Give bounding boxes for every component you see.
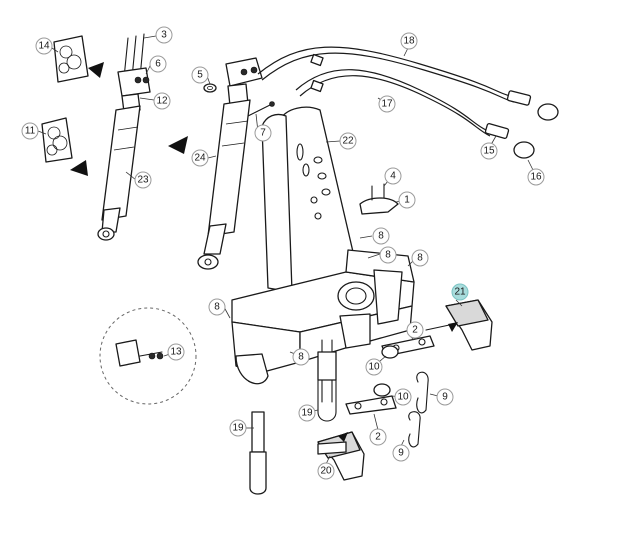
hydraulic-cylinder-23 [97, 33, 151, 241]
svg-text:24: 24 [194, 153, 206, 164]
callout-19-right[interactable]: 19 [298, 404, 316, 422]
svg-text:15: 15 [483, 146, 495, 157]
callout-11[interactable]: 11 [21, 122, 39, 140]
callout-4[interactable]: 4 [384, 167, 402, 185]
callout-10-lower[interactable]: 10 [394, 388, 412, 406]
callout-7[interactable]: 7 [254, 124, 272, 142]
svg-text:16: 16 [530, 172, 542, 183]
decal-11 [41, 117, 73, 163]
direction-arrow [70, 160, 88, 176]
svg-text:6: 6 [155, 59, 161, 70]
svg-text:13: 13 [170, 347, 182, 358]
callout-9-upper[interactable]: 9 [436, 388, 454, 406]
callout-10-upper[interactable]: 10 [365, 358, 383, 376]
svg-text:18: 18 [403, 36, 415, 47]
svg-text:8: 8 [378, 231, 384, 242]
svg-text:14: 14 [38, 41, 50, 52]
detail-view-13 [99, 307, 197, 405]
callout-8-d[interactable]: 8 [208, 298, 226, 316]
callout-19-left[interactable]: 19 [229, 419, 247, 437]
callout-23[interactable]: 23 [134, 171, 152, 189]
svg-text:9: 9 [398, 448, 404, 459]
svg-text:5: 5 [197, 70, 203, 81]
svg-text:2: 2 [412, 325, 418, 336]
svg-text:11: 11 [25, 126, 36, 137]
pin-7 [247, 101, 275, 117]
callout-21[interactable]: 21 [451, 283, 469, 301]
callout-9-lower[interactable]: 9 [392, 444, 410, 462]
callout-18[interactable]: 18 [400, 32, 418, 50]
pin-2-lower [345, 395, 397, 415]
callout-15[interactable]: 15 [480, 142, 498, 160]
svg-text:19: 19 [301, 408, 313, 419]
callout-6[interactable]: 6 [149, 55, 167, 73]
svg-text:2: 2 [375, 432, 381, 443]
callout-8-c[interactable]: 8 [411, 249, 429, 267]
callout-13[interactable]: 13 [167, 343, 185, 361]
mast-22 [261, 106, 361, 293]
callout-1[interactable]: 1 [398, 191, 416, 209]
callout-14[interactable]: 14 [35, 37, 53, 55]
direction-arrow [338, 432, 348, 442]
callout-24[interactable]: 24 [191, 149, 209, 167]
callout-16[interactable]: 16 [527, 168, 545, 186]
svg-text:7: 7 [260, 128, 266, 139]
callout-3[interactable]: 3 [155, 26, 173, 44]
direction-arrow [448, 322, 458, 332]
svg-text:20: 20 [320, 466, 332, 477]
callout-8-e[interactable]: 8 [292, 348, 310, 366]
lynch-pin-9 [408, 371, 429, 448]
callout-8-a[interactable]: 8 [372, 227, 390, 245]
svg-text:21: 21 [454, 287, 466, 298]
svg-text:8: 8 [214, 302, 220, 313]
u-bolt-19 [249, 339, 337, 495]
bracket-1 [359, 183, 399, 215]
direction-arrow [168, 136, 188, 154]
svg-text:1: 1 [404, 195, 410, 206]
svg-text:3: 3 [161, 30, 167, 41]
decal-14 [53, 35, 89, 83]
svg-text:8: 8 [417, 253, 423, 264]
svg-text:9: 9 [442, 392, 448, 403]
svg-text:8: 8 [298, 352, 304, 363]
hydraulic-hoses [257, 46, 559, 159]
pad-20 [317, 431, 365, 481]
callout-17[interactable]: 17 [378, 95, 396, 113]
callout-2-lower[interactable]: 2 [369, 428, 387, 446]
svg-text:22: 22 [342, 136, 354, 147]
washer-5 [203, 83, 217, 93]
svg-text:19: 19 [232, 423, 244, 434]
svg-text:10: 10 [397, 392, 409, 403]
svg-text:4: 4 [390, 171, 396, 182]
svg-text:10: 10 [368, 362, 380, 373]
callout-22[interactable]: 22 [339, 132, 357, 150]
callout-12[interactable]: 12 [153, 92, 171, 110]
svg-text:8: 8 [385, 250, 391, 261]
pad-21 [425, 299, 493, 351]
svg-text:23: 23 [137, 175, 149, 186]
callout-8-b[interactable]: 8 [379, 246, 397, 264]
svg-text:12: 12 [156, 96, 168, 107]
callout-5[interactable]: 5 [191, 66, 209, 84]
base-frame [231, 249, 415, 385]
svg-text:17: 17 [381, 99, 393, 110]
callout-2-upper[interactable]: 2 [406, 321, 424, 339]
hydraulic-cylinder-24 [197, 57, 263, 270]
r-clip-10 [373, 345, 399, 397]
callout-20[interactable]: 20 [317, 462, 335, 480]
direction-arrow [88, 62, 104, 78]
